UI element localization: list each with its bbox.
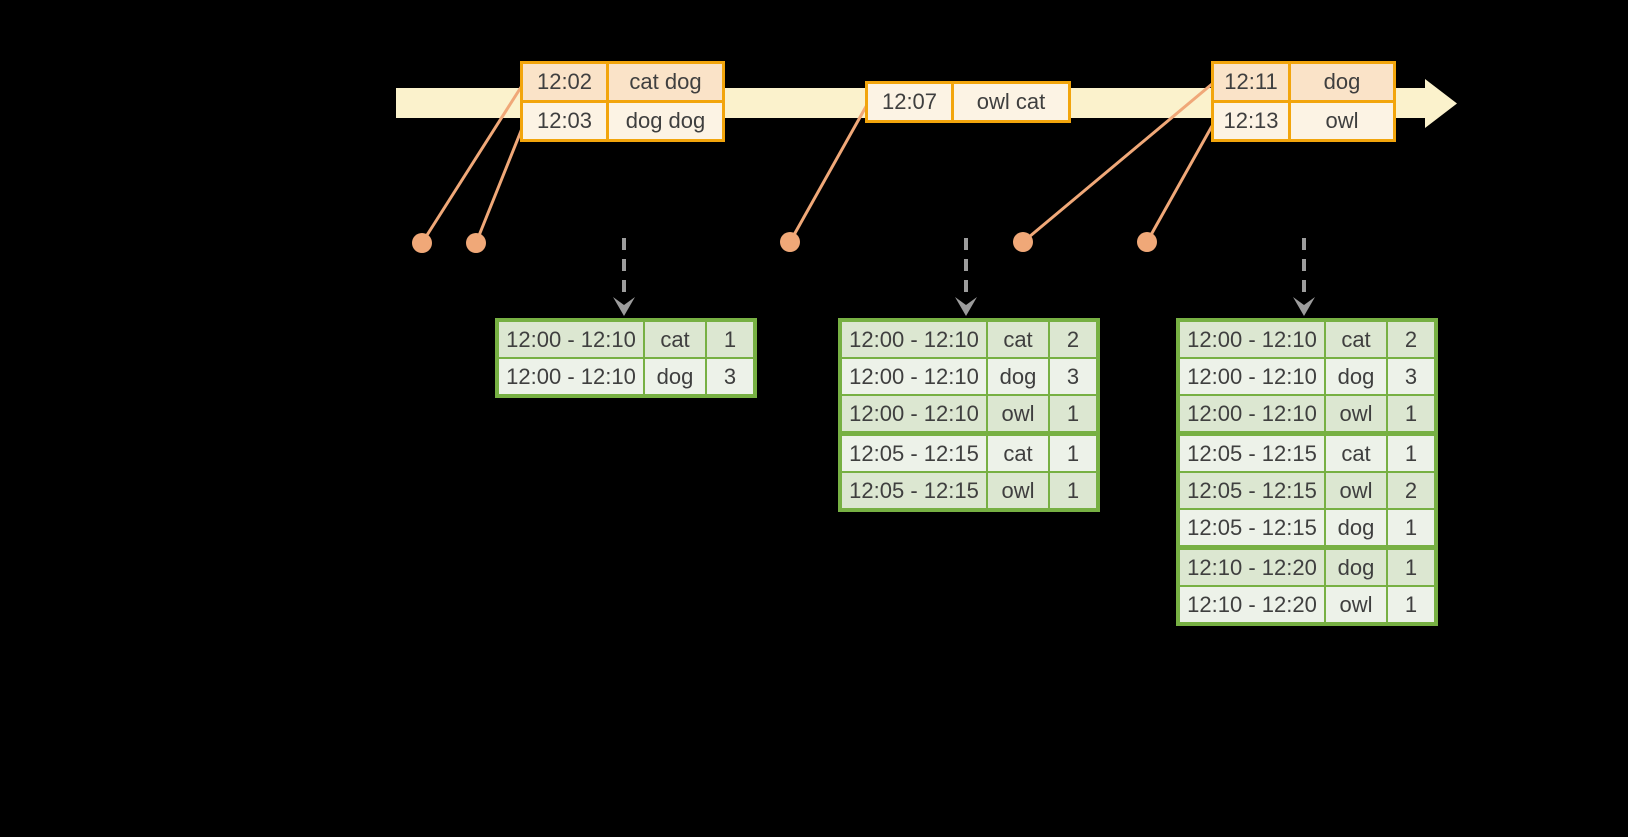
table-cell: dog dog bbox=[606, 100, 725, 142]
table-cell: owl bbox=[986, 471, 1050, 511]
table-cell: 12:00 - 12:10 bbox=[839, 357, 988, 396]
table-cell: 12:05 - 12:15 bbox=[1177, 431, 1326, 473]
table-cell: 12:00 - 12:10 bbox=[496, 319, 645, 359]
table-cell: 2 bbox=[1386, 319, 1437, 359]
table-cell: owl bbox=[986, 394, 1050, 435]
table-cell: 1 bbox=[705, 319, 756, 359]
table-cell: cat bbox=[1324, 431, 1388, 473]
table-cell: dog bbox=[1324, 508, 1388, 549]
table-cell: 3 bbox=[1386, 357, 1437, 396]
table-cell: 12:10 - 12:20 bbox=[1177, 545, 1326, 587]
event-connector-line bbox=[1145, 125, 1214, 243]
table-cell: 12:03 bbox=[520, 100, 609, 142]
table-cell: 12:00 - 12:10 bbox=[1177, 319, 1326, 359]
table-cell: 3 bbox=[705, 357, 756, 397]
table-cell: cat bbox=[643, 319, 707, 359]
table-cell: 12:00 - 12:10 bbox=[1177, 357, 1326, 396]
table-cell: 1 bbox=[1048, 394, 1099, 435]
trigger-arrow bbox=[613, 238, 635, 316]
table-cell: 1 bbox=[1386, 394, 1437, 435]
table-cell: owl bbox=[1288, 100, 1396, 142]
table-cell: owl cat bbox=[951, 81, 1071, 123]
table-cell: 3 bbox=[1048, 357, 1099, 396]
table-cell: 2 bbox=[1386, 471, 1437, 510]
table-cell: 12:00 - 12:10 bbox=[1177, 394, 1326, 435]
trigger-arrow bbox=[1293, 238, 1315, 316]
trigger-arrows bbox=[613, 238, 1315, 316]
arrowhead-down-icon bbox=[1293, 297, 1315, 316]
table-cell: 12:05 - 12:15 bbox=[839, 431, 988, 473]
table-cell: 12:00 - 12:10 bbox=[839, 319, 988, 359]
event-markers bbox=[412, 232, 1157, 253]
table-cell: 12:00 - 12:10 bbox=[496, 357, 645, 397]
table-cell: 12:02 bbox=[520, 61, 609, 103]
table-cell: 12:13 bbox=[1211, 100, 1291, 142]
arrowhead-down-icon bbox=[613, 297, 635, 316]
arrowhead-down-icon bbox=[955, 297, 977, 316]
table-cell: cat dog bbox=[606, 61, 725, 103]
event-connector-line bbox=[788, 102, 870, 243]
table-cell: 1 bbox=[1386, 585, 1437, 625]
table-cell: cat bbox=[1324, 319, 1388, 359]
table-cell: dog bbox=[1324, 357, 1388, 396]
table-cell: owl bbox=[1324, 471, 1388, 510]
event-marker-dot bbox=[412, 233, 432, 253]
event-connector-line bbox=[474, 125, 525, 244]
trigger-arrow bbox=[955, 238, 977, 316]
event-marker-dot bbox=[1137, 232, 1157, 252]
table-cell: 12:05 - 12:15 bbox=[1177, 508, 1326, 549]
table-cell: owl bbox=[1324, 394, 1388, 435]
table-cell: 1 bbox=[1386, 431, 1437, 473]
table-cell: 12:00 - 12:10 bbox=[839, 394, 988, 435]
table-cell: 12:11 bbox=[1211, 61, 1291, 103]
table-cell: dog bbox=[1288, 61, 1396, 103]
table-cell: 12:05 - 12:15 bbox=[1177, 471, 1326, 510]
table-cell: cat bbox=[986, 319, 1050, 359]
event-marker-dot bbox=[466, 233, 486, 253]
table-cell: 1 bbox=[1386, 508, 1437, 549]
table-cell: 12:05 - 12:15 bbox=[839, 471, 988, 511]
event-connector-line bbox=[420, 83, 525, 244]
table-cell: 12:10 - 12:20 bbox=[1177, 585, 1326, 625]
table-cell: 1 bbox=[1048, 431, 1099, 473]
table-cell: 1 bbox=[1048, 471, 1099, 511]
table-cell: dog bbox=[986, 357, 1050, 396]
table-cell: dog bbox=[1324, 545, 1388, 587]
table-cell: 1 bbox=[1386, 545, 1437, 587]
table-cell: cat bbox=[986, 431, 1050, 473]
table-cell: 2 bbox=[1048, 319, 1099, 359]
event-marker-dot bbox=[780, 232, 800, 252]
table-cell: owl bbox=[1324, 585, 1388, 625]
event-marker-dot bbox=[1013, 232, 1033, 252]
table-cell: 12:07 bbox=[865, 81, 954, 123]
table-cell: dog bbox=[643, 357, 707, 397]
